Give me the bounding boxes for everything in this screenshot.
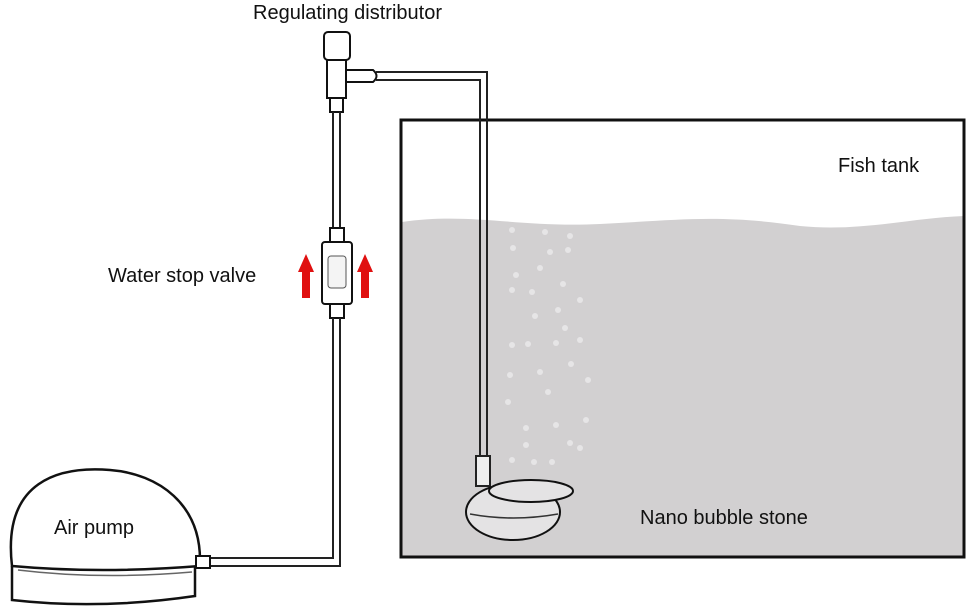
fish-tank-outline <box>399 118 966 559</box>
air-tube-vertical <box>332 112 341 230</box>
label-fish-tank: Fish tank <box>838 155 920 177</box>
bubbles <box>505 227 591 465</box>
air-pump-shape <box>9 468 211 606</box>
flow-arrow-icon <box>357 254 373 298</box>
nano-bubble-stone-shape <box>465 479 574 541</box>
label-regulating-distributor: Regulating distributor <box>253 2 442 24</box>
air-tube-to-pump <box>210 318 341 567</box>
label-water-stop-valve: Water stop valve <box>108 265 257 287</box>
label-nano-bubble-stone: Nano bubble stone <box>640 507 808 529</box>
water-stop-valve-shape <box>321 227 353 319</box>
stone-connector <box>475 455 491 487</box>
air-tube-to-stone <box>376 71 488 458</box>
tank-water <box>402 216 964 556</box>
label-air-pump: Air pump <box>54 517 135 539</box>
air-pump-seam <box>17 569 193 577</box>
regulating-distributor-shape <box>323 31 378 113</box>
flow-arrow-icon <box>298 254 314 298</box>
